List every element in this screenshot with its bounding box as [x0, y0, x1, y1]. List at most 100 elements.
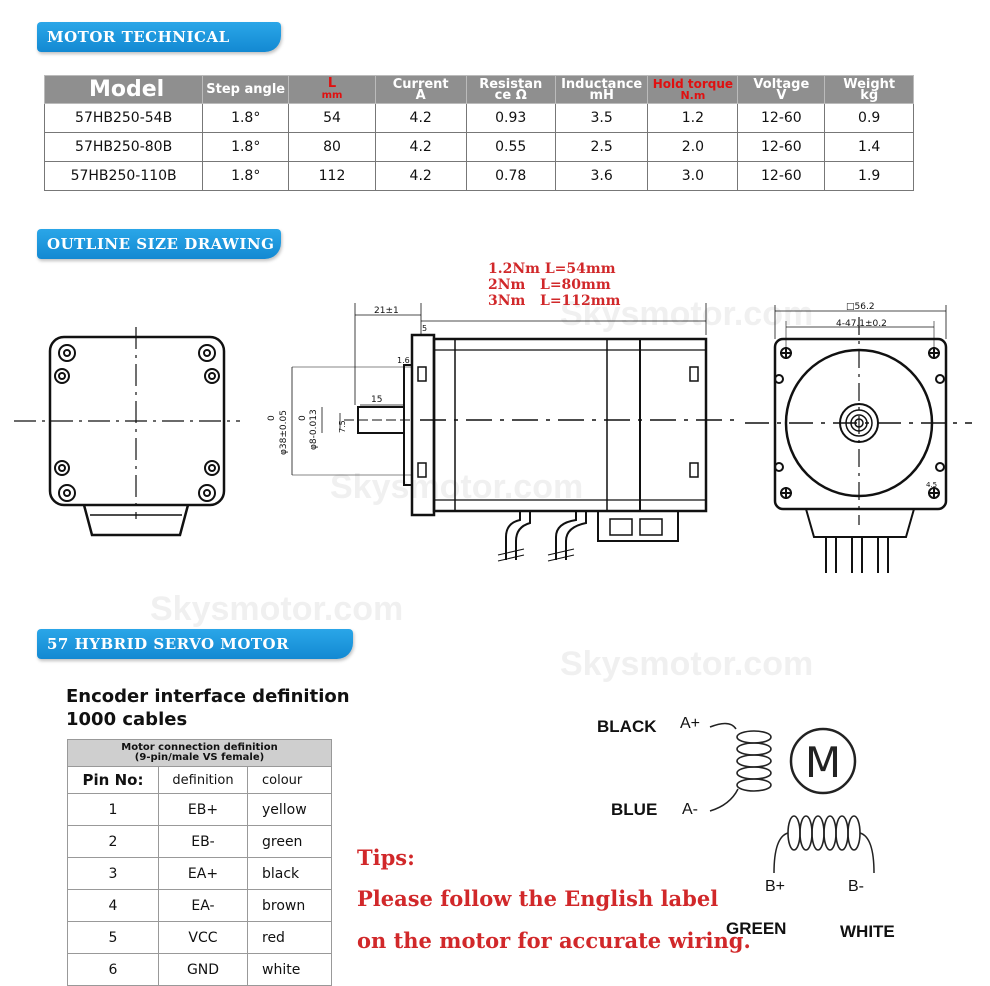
cell-inductance: 3.6: [554, 161, 649, 191]
cell-model: 57HB250-80B: [43, 132, 204, 162]
side-view: 1.2Nm L=54mm 2Nm L=80mm 3Nm L=112mm 21±1…: [267, 261, 740, 562]
encoder-header-pin: Pin No:: [67, 766, 159, 794]
cell-weight: 1.4: [824, 132, 914, 162]
back-view: [14, 327, 240, 537]
encoder-caption: Motor connection definition (9-pin/male …: [67, 739, 332, 767]
dim-side-5: 4.5: [926, 481, 937, 489]
header-weight-unit: kg: [860, 87, 879, 103]
cell-length: 80: [288, 132, 376, 162]
header-current-top: Current: [392, 76, 449, 92]
encoder-table: Motor connection definition (9-pin/male …: [67, 739, 332, 986]
header-volt-top: Voltage: [753, 76, 810, 92]
cell-current: 4.2: [374, 103, 467, 133]
cell-inductance: 2.5: [554, 132, 649, 162]
spec-line-3: 3Nm L=112mm: [488, 293, 621, 309]
header-hold-unit: N.m: [680, 88, 706, 102]
spec-line-1: 1.2Nm L=54mm: [488, 261, 616, 277]
tech-data-banner: MOTOR TECHNICAL DATA: [37, 22, 281, 76]
label-green: GREEN: [726, 919, 787, 938]
cell-inductance: 3.5: [554, 103, 649, 133]
header-resist-unit: ce Ω: [494, 87, 527, 103]
header-length-top: L: [327, 76, 337, 91]
cell-torque: 3.0: [647, 161, 739, 191]
cell-resistance: 0.78: [465, 161, 556, 191]
spec-row: 57HB250-80B 1.8° 80 4.2 0.55 2.5 2.0 12-…: [43, 132, 914, 162]
cell-weight: 1.9: [824, 161, 914, 191]
dim-15: 15: [371, 395, 382, 405]
cell-length: 54: [288, 103, 376, 133]
winding-diagram: M: [709, 722, 875, 874]
cell-resistance: 0.55: [465, 132, 556, 162]
pin-no: 2: [67, 825, 159, 858]
dim-1-6: 1.6: [397, 356, 410, 365]
pin-no: 5: [67, 921, 159, 954]
header-induct-top: Inductance: [561, 76, 643, 92]
pin-no: 4: [67, 889, 159, 922]
spec-row: 57HB250-54B 1.8° 54 4.2 0.93 3.5 1.2 12-…: [43, 103, 914, 133]
cell-current: 4.2: [374, 161, 467, 191]
front-view: □56.2 4-47.1±0.2 4.5: [745, 302, 972, 573]
cell-weight: 0.9: [824, 103, 914, 133]
cell-step: 1.8°: [202, 103, 290, 133]
tips-line-2: on the motor for accurate wiring.: [357, 928, 751, 953]
cell-torque: 2.0: [647, 132, 739, 162]
tips-line-1: Please follow the English label: [357, 886, 719, 911]
pin-colour: white: [247, 953, 332, 986]
pin-no: 6: [67, 953, 159, 986]
header-hold-top: Hold torque: [652, 76, 734, 91]
label-b-plus: B+: [765, 878, 786, 895]
label-black: BLACK: [597, 717, 657, 736]
pin-def: EB-: [158, 825, 248, 858]
header-resist-top: Resistan: [479, 76, 543, 92]
pin-def: EA+: [158, 857, 248, 890]
cell-model: 57HB250-54B: [43, 103, 204, 133]
encoder-title: Encoder interface definition: [66, 686, 350, 707]
cell-voltage: 12-60: [737, 132, 826, 162]
pin-def: EA-: [158, 889, 248, 922]
pin-colour: red: [247, 921, 332, 954]
encoder-caption-2: (9-pin/male VS female): [134, 752, 265, 763]
outline-banner: OUTLINE SIZE DRAWING: [37, 229, 281, 259]
header-induct-unit: mH: [589, 87, 614, 103]
dim-square: □56.2: [846, 302, 875, 312]
header-weight-top: Weight: [843, 76, 896, 92]
encoder-subtitle: 1000 cables: [66, 709, 188, 730]
watermark: Skysmotor.com: [150, 590, 404, 628]
series-banner: 57 HYBRID SERVO MOTOR SERIES: [37, 629, 353, 683]
cell-voltage: 12-60: [737, 103, 826, 133]
pin-colour: yellow: [247, 793, 332, 826]
label-blue: BLUE: [611, 800, 658, 819]
watermark: Skysmotor.com: [560, 295, 814, 333]
pin-colour: brown: [247, 889, 332, 922]
encoder-header-colour: colour: [247, 766, 332, 794]
header-length-unit: mm: [321, 90, 343, 101]
label-white: WHITE: [840, 922, 895, 941]
header-step-angle: Step angle: [202, 75, 290, 104]
cell-current: 4.2: [374, 132, 467, 162]
label-a-minus: A-: [682, 801, 698, 818]
pin-no: 3: [67, 857, 159, 890]
pin-def: EB+: [158, 793, 248, 826]
cell-length: 112: [288, 161, 376, 191]
header-current-unit: A: [415, 87, 426, 103]
motor-symbol: [789, 727, 857, 795]
dim-holes: 4-47.1±0.2: [836, 319, 887, 329]
dim-38: φ38±0.05: [279, 410, 289, 455]
spec-row: 57HB250-110B 1.8° 112 4.2 0.78 3.6 3.0 1…: [43, 161, 914, 191]
label-a-plus: A+: [680, 715, 701, 732]
header-model: Model: [43, 75, 204, 104]
dim-38-zero: 0: [267, 415, 277, 421]
dim-5: 5: [422, 324, 427, 333]
cell-torque: 1.2: [647, 103, 739, 133]
dim-8-zero: 0: [298, 415, 308, 421]
